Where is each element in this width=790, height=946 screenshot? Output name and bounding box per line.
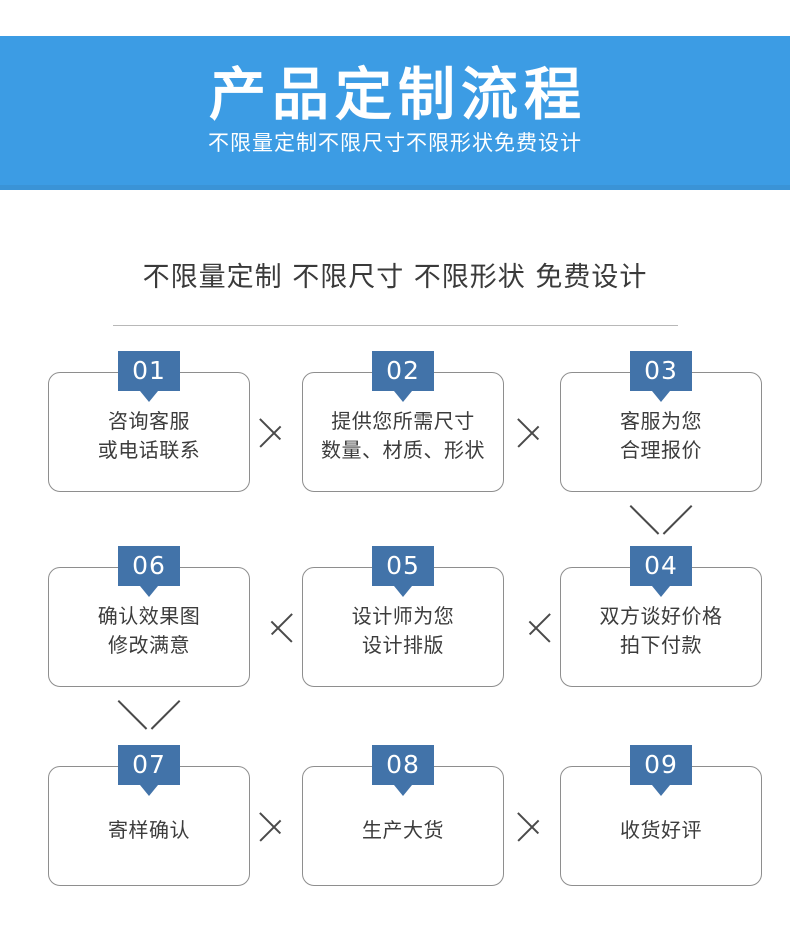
step-label-01: 咨询客服 或电话联系 [97,409,201,462]
step-number-badge-01: 01 [118,351,180,391]
step-label-07: 寄样确认 [108,817,190,842]
step-label-04: 双方谈好价格 拍下付款 [599,604,723,657]
connector-01-to-02-icon [259,404,293,460]
step-number-badge-02: 02 [372,351,434,391]
step-box-08[interactable]: 08 生产大货 [302,745,504,886]
step-number-badge-04: 04 [630,546,692,586]
step-box-03[interactable]: 03 客服为您 合理报价 [560,351,762,492]
step-number-badge-03: 03 [630,351,692,391]
connector-05-to-06-icon [259,599,293,655]
connector-03-to-04-icon [629,504,693,538]
step-box-06[interactable]: 06 确认效果图 修改满意 [48,546,250,687]
connector-02-to-03-icon [517,404,551,460]
step-label-05: 设计师为您 设计排版 [351,604,455,657]
connector-04-to-05-icon [517,599,551,655]
step-label-06: 确认效果图 修改满意 [97,604,201,657]
step-box-02[interactable]: 02 提供您所需尺寸 数量、材质、形状 [302,351,504,492]
step-number-badge-07: 07 [118,745,180,785]
step-box-09[interactable]: 09 收货好评 [560,745,762,886]
connector-08-to-09-icon [517,798,551,854]
section-divider [113,325,678,326]
banner-subtitle: 不限量定制不限尺寸不限形状免费设计 [208,130,582,155]
step-box-07[interactable]: 07 寄样确认 [48,745,250,886]
connector-06-to-07-icon [117,699,181,733]
step-number-badge-08: 08 [372,745,434,785]
header-banner: 产品定制流程 不限量定制不限尺寸不限形状免费设计 [0,36,790,190]
step-number-badge-06: 06 [118,546,180,586]
step-label-08: 生产大货 [362,817,444,842]
step-box-01[interactable]: 01 咨询客服 或电话联系 [48,351,250,492]
step-label-03: 客服为您 合理报价 [620,409,702,462]
step-box-05[interactable]: 05 设计师为您 设计排版 [302,546,504,687]
step-number-badge-05: 05 [372,546,434,586]
step-label-09: 收货好评 [620,817,702,842]
connector-07-to-08-icon [259,798,293,854]
page-title: 产品定制流程 [209,62,587,129]
step-box-04[interactable]: 04 双方谈好价格 拍下付款 [560,546,762,687]
section-title: 不限量定制 不限尺寸 不限形状 免费设计 [142,262,648,293]
step-number-badge-09: 09 [630,745,692,785]
section-heading: 不限量定制 不限尺寸 不限形状 免费设计 [0,262,790,294]
step-label-02: 提供您所需尺寸 数量、材质、形状 [321,409,485,462]
